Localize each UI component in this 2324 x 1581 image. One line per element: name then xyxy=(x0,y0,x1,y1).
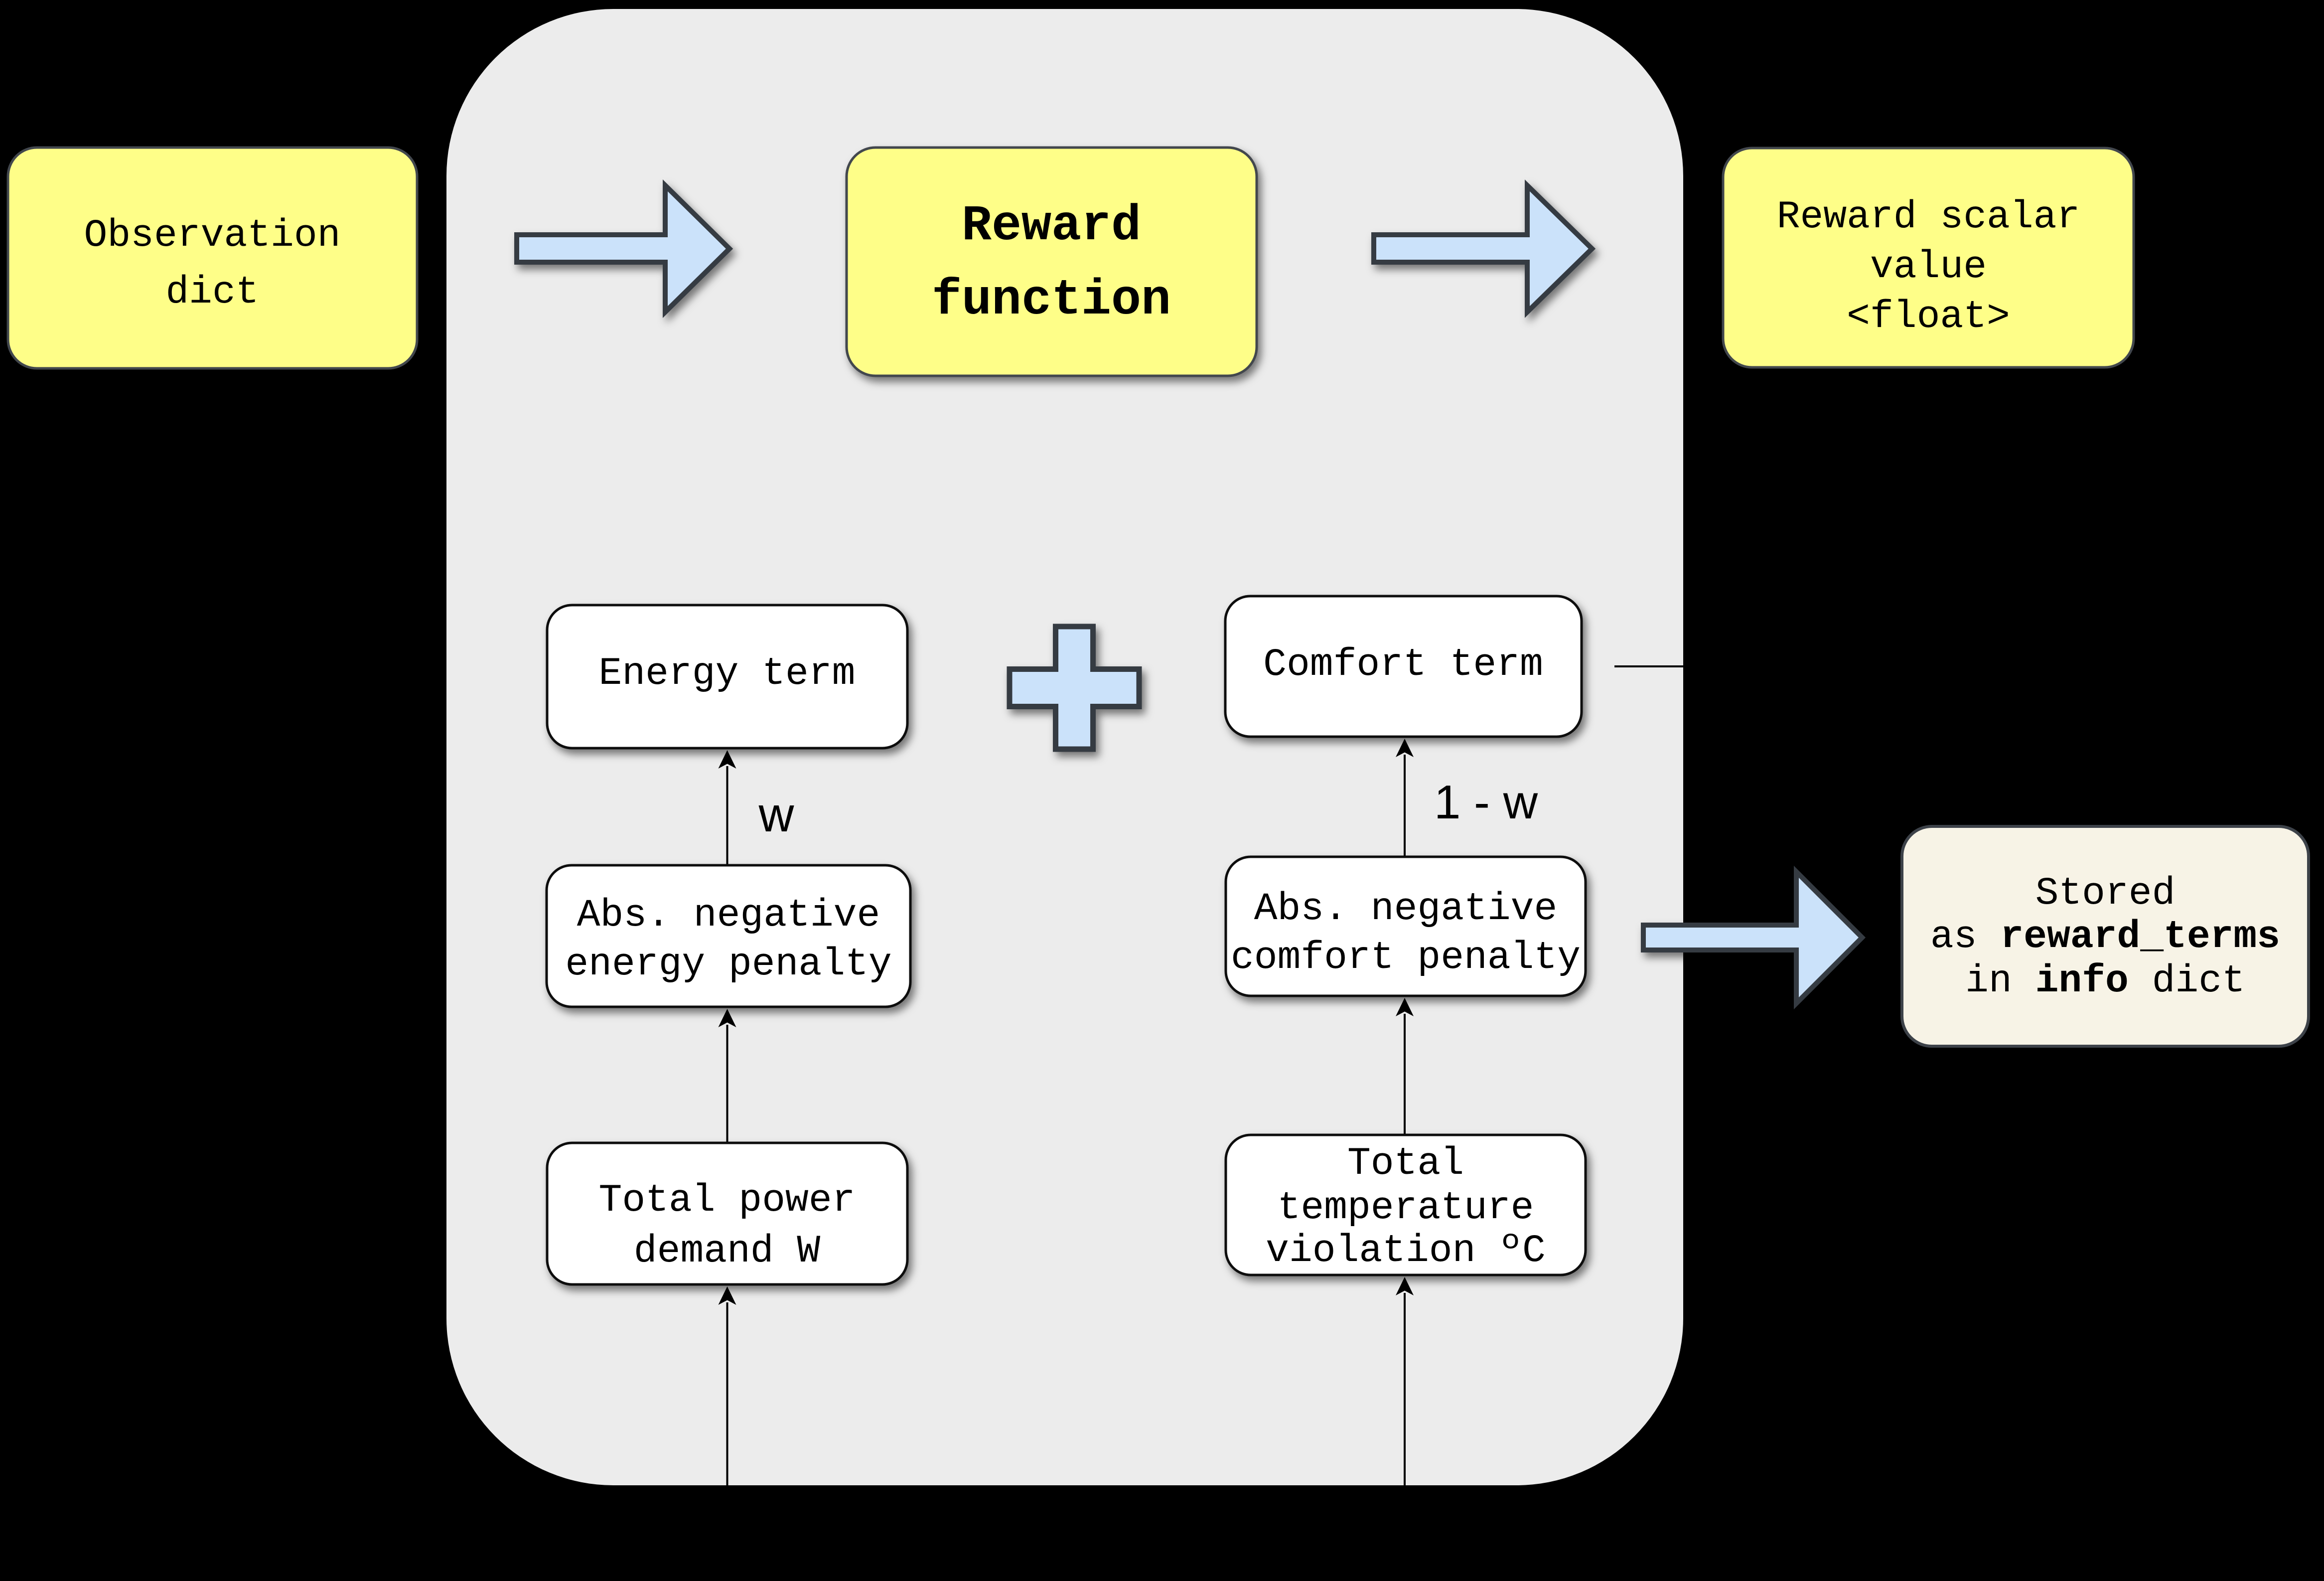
svg-text:as reward_terms: as reward_terms xyxy=(1930,915,2280,959)
svg-text:Energy term: Energy term xyxy=(599,652,856,696)
svg-text:in info dict: in info dict xyxy=(1965,959,2245,1003)
svg-text:demand W: demand W xyxy=(634,1230,821,1273)
svg-text:Abs. negative: Abs. negative xyxy=(1254,887,1558,931)
svg-text:Comfort term: Comfort term xyxy=(1263,643,1543,687)
svg-text:w: w xyxy=(758,787,795,842)
svg-text:violation ºC: violation ºC xyxy=(1266,1229,1546,1273)
svg-text:1 - w: 1 - w xyxy=(1434,776,1538,829)
svg-text:Total: Total xyxy=(1347,1142,1464,1186)
svg-text:Stored: Stored xyxy=(2035,872,2176,916)
svg-text:function: function xyxy=(932,273,1171,329)
svg-text:<float>: <float> xyxy=(1847,295,2010,339)
svg-text:temperature: temperature xyxy=(1278,1186,1534,1230)
svg-text:Total power: Total power xyxy=(599,1179,856,1223)
svg-text:comfort penalty: comfort penalty xyxy=(1231,936,1581,980)
svg-text:dict: dict xyxy=(165,271,259,315)
svg-text:Observation: Observation xyxy=(84,214,341,258)
svg-text:energy penalty: energy penalty xyxy=(565,943,891,986)
svg-text:Reward: Reward xyxy=(962,198,1141,255)
svg-text:Reward scalar: Reward scalar xyxy=(1777,195,2080,239)
svg-text:value: value xyxy=(1870,245,1987,289)
svg-text:Abs. negative: Abs. negative xyxy=(577,894,880,938)
